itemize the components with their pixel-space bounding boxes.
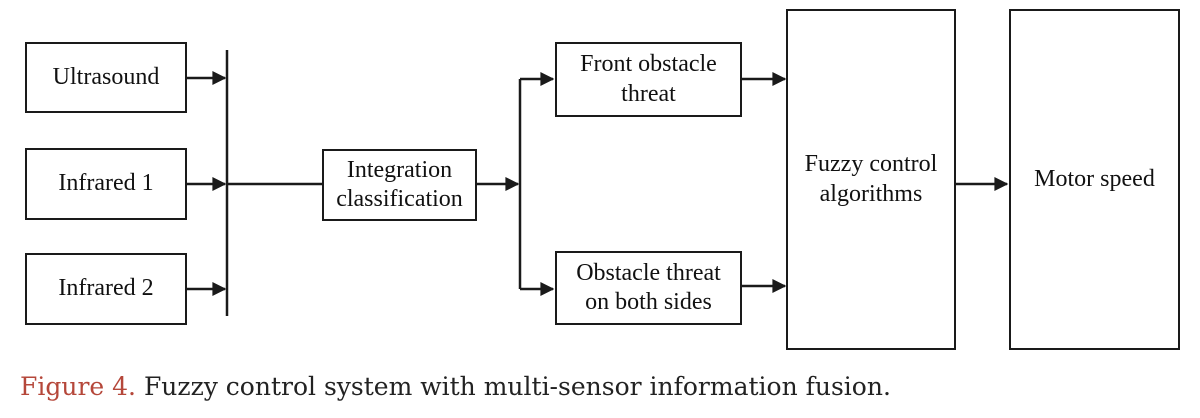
node-ultrasound: Ultrasound — [25, 42, 187, 113]
node-front-obstacle-threat-label: Front obstacle threat — [580, 51, 717, 107]
node-infrared-1: Infrared 1 — [25, 148, 187, 220]
node-integration-classification-label: Integration classification — [336, 156, 463, 212]
figure-caption-label: Figure 4. — [20, 372, 136, 401]
node-obstacle-threat-both-sides: Obstacle threat on both sides — [555, 251, 742, 325]
node-ultrasound-label: Ultrasound — [52, 63, 160, 90]
node-motor-speed: Motor speed — [1009, 9, 1180, 350]
figure-caption: Figure 4. Fuzzy control system with mult… — [20, 372, 891, 401]
diagram-connectors — [187, 50, 1009, 316]
node-motor-speed-label: Motor speed — [1034, 165, 1155, 192]
node-fuzzy-control-algorithms-label: Fuzzy control algorithms — [804, 151, 938, 207]
node-fuzzy-control-algorithms: Fuzzy control algorithms — [786, 9, 956, 350]
node-obstacle-threat-both-sides-label: Obstacle threat on both sides — [576, 259, 721, 315]
figure-caption-text: Fuzzy control system with multi-sensor i… — [136, 372, 891, 401]
node-infrared-2-label: Infrared 2 — [58, 275, 154, 302]
node-integration-classification: Integration classification — [322, 149, 477, 221]
node-front-obstacle-threat: Front obstacle threat — [555, 42, 742, 117]
node-infrared-1-label: Infrared 1 — [58, 170, 154, 197]
node-infrared-2: Infrared 2 — [25, 253, 187, 325]
